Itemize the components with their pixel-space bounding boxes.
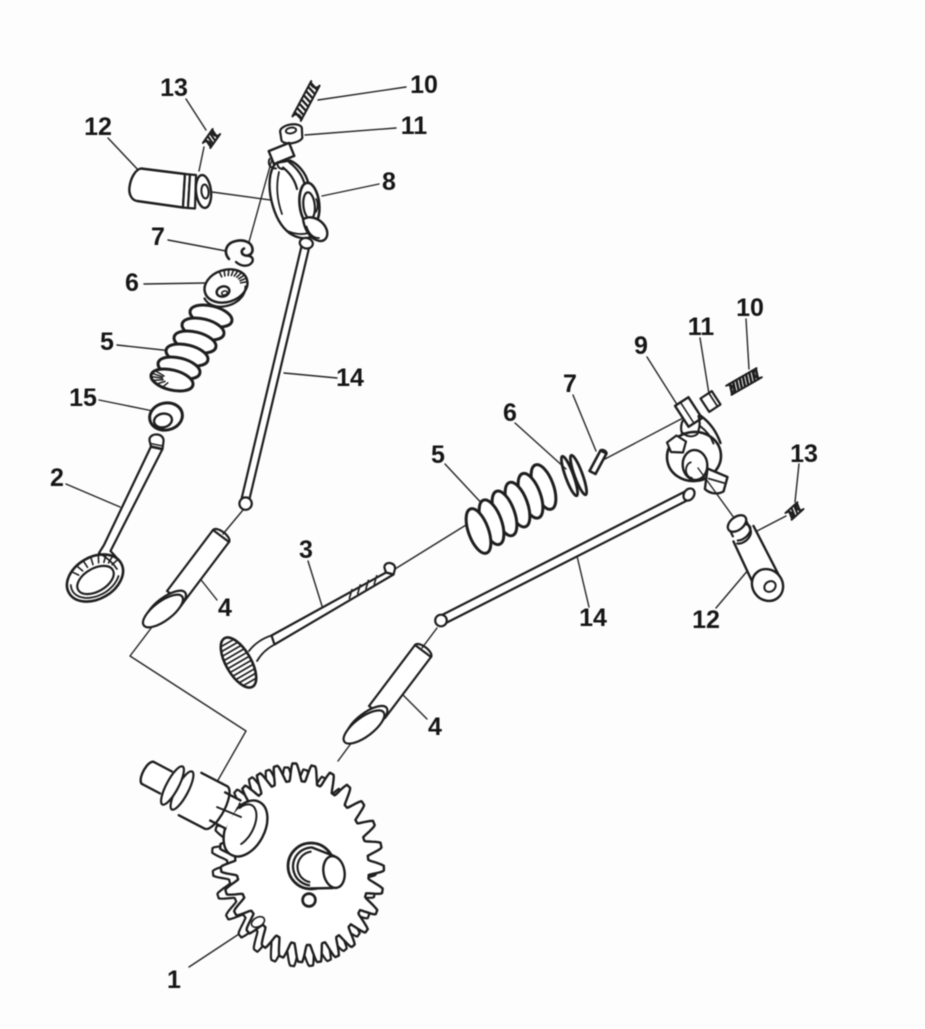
svg-text:12: 12 [692,606,720,634]
svg-text:3: 3 [299,536,313,564]
svg-text:13: 13 [790,440,818,468]
svg-text:15: 15 [69,384,97,412]
svg-text:11: 11 [401,112,428,140]
svg-text:8: 8 [382,168,396,196]
svg-text:14: 14 [579,604,607,632]
svg-text:10: 10 [736,294,764,322]
svg-text:6: 6 [125,269,139,297]
svg-text:4: 4 [428,713,442,741]
svg-text:7: 7 [563,370,577,398]
svg-text:6: 6 [503,399,517,427]
svg-text:11: 11 [688,313,715,341]
svg-text:2: 2 [50,464,64,492]
svg-text:9: 9 [634,332,648,360]
svg-text:5: 5 [100,328,114,356]
svg-text:12: 12 [84,113,112,141]
svg-text:14: 14 [336,364,364,392]
svg-text:13: 13 [160,74,188,102]
svg-text:4: 4 [218,594,232,622]
svg-text:10: 10 [410,71,438,99]
svg-text:1: 1 [167,966,181,994]
svg-text:5: 5 [431,441,445,469]
svg-text:7: 7 [151,223,165,251]
